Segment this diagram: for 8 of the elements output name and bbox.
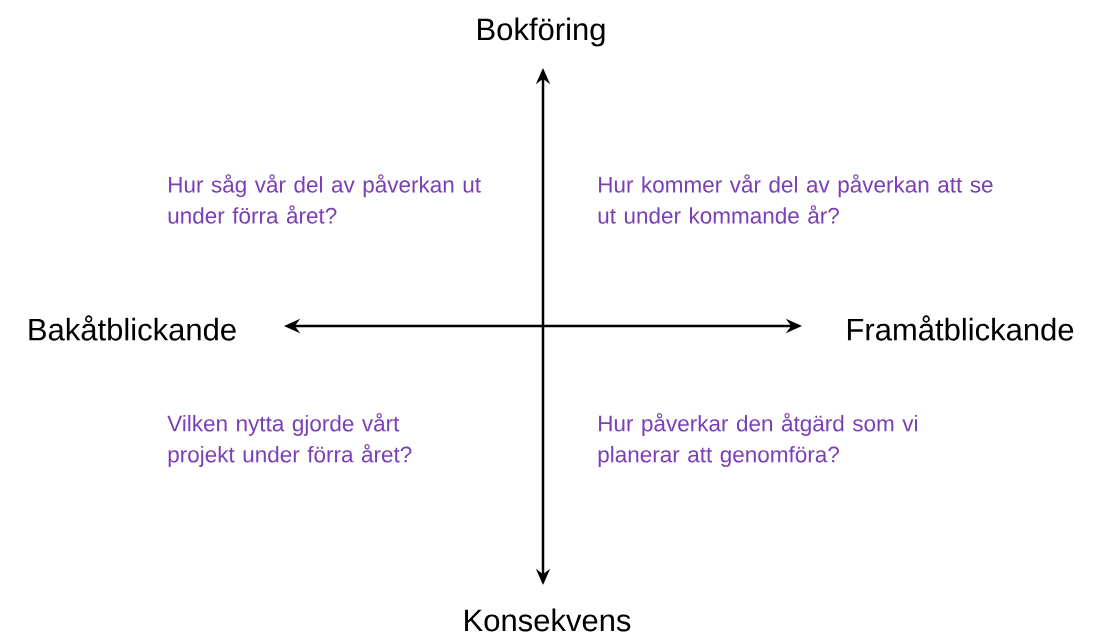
axis-label: Bokföring [478,17,605,47]
axis-label: Konsekvens [465,608,631,632]
question-text: Hur påverkar den åtgärd som vi planerar att genomföra? [598,413,917,467]
axis-label: Framåtblickande [848,315,1074,341]
question-text: Hur såg vår del av påverkan ut under förra året? [168,174,481,224]
question-text: Hur kommer vår del av påverkan att se ut under kommande år? [598,174,993,224]
axis-label: Bakåtblickande [29,315,236,341]
question-text: Vilken nytta gjorde vårt projekt under förra året? [167,413,412,467]
